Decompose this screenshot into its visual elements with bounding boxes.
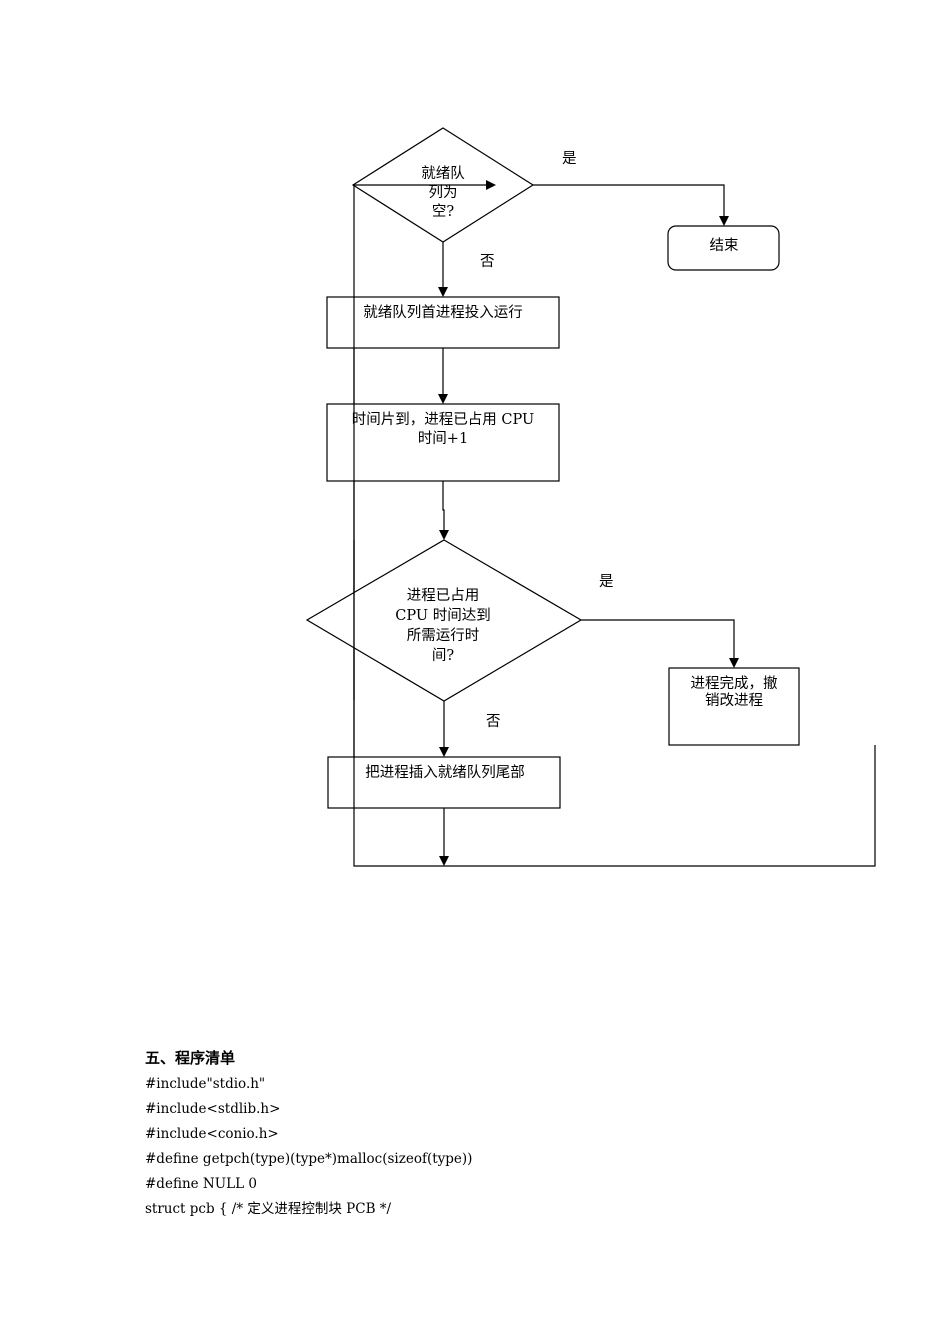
decision-queue-empty-text-2: 列为 <box>429 184 458 201</box>
flow-arrow-3 <box>439 530 449 540</box>
time-slice-label-2: 时间+1 <box>418 430 468 447</box>
yes-branch-arrow-1 <box>719 216 729 226</box>
insert-tail-process-box <box>327 756 561 809</box>
decision-time-text-2: CPU 时间达到 <box>395 607 490 624</box>
decision-time-text-4: 间? <box>432 647 454 664</box>
code-line: #include<conio.h> <box>145 1126 279 1142</box>
no-branch-arrow-2 <box>439 747 449 757</box>
finish-process-box <box>668 667 800 746</box>
flow-line-3 <box>442 481 445 532</box>
insert-tail-label: 把进程插入就绪队列尾部 <box>365 764 525 781</box>
section-title: 五、程序清单 <box>145 1049 236 1067</box>
finish-label-2: 销改进程 <box>705 692 763 709</box>
code-line: struct pcb { /* 定义进程控制块 PCB */ <box>145 1201 392 1217</box>
yes-label-1: 是 <box>562 151 577 167</box>
run-head-process-box <box>326 296 560 349</box>
decision-queue-empty-text-1: 就绪队 <box>421 165 465 182</box>
code-line: #include"stdio.h" <box>145 1076 266 1092</box>
yes-branch-arrow-2 <box>729 658 739 668</box>
decision-time-text-1: 进程已占用 <box>407 587 480 604</box>
flowchart-diagram: 就绪队 列为 空? 是 否 结束 就绪队列首进程投入运行 时间片到，进程已占用 … <box>305 127 876 867</box>
time-slice-process-box <box>326 403 560 482</box>
yes-label-2: 是 <box>599 574 614 590</box>
loop-back-arrow <box>486 180 496 190</box>
end-terminal <box>667 225 780 271</box>
code-line: #define NULL 0 <box>145 1176 257 1192</box>
no-label-1: 否 <box>480 254 495 270</box>
yes-branch-line-2 <box>581 619 735 660</box>
flow-arrow-bottom <box>439 856 449 866</box>
finish-label-1: 进程完成，撤 <box>691 675 778 692</box>
no-branch-arrow-1 <box>438 287 448 297</box>
code-line: #define getpch(type)(type*)malloc(sizeof… <box>145 1151 473 1167</box>
decision-queue-empty-text-3: 空? <box>432 203 454 220</box>
time-slice-label-1: 时间片到，进程已占用 CPU <box>352 411 534 428</box>
end-terminal-label: 结束 <box>710 237 739 254</box>
loop-back-line <box>353 184 876 867</box>
code-line: #include<stdlib.h> <box>145 1101 281 1117</box>
yes-branch-line-1 <box>533 184 725 218</box>
decision-time-text-3: 所需运行时 <box>407 627 480 644</box>
code-listing: #include"stdio.h" #include<stdlib.h> #in… <box>145 1072 472 1222</box>
flow-arrow-2 <box>438 394 448 404</box>
no-label-2: 否 <box>486 714 501 730</box>
run-head-label: 就绪队列首进程投入运行 <box>363 304 523 321</box>
